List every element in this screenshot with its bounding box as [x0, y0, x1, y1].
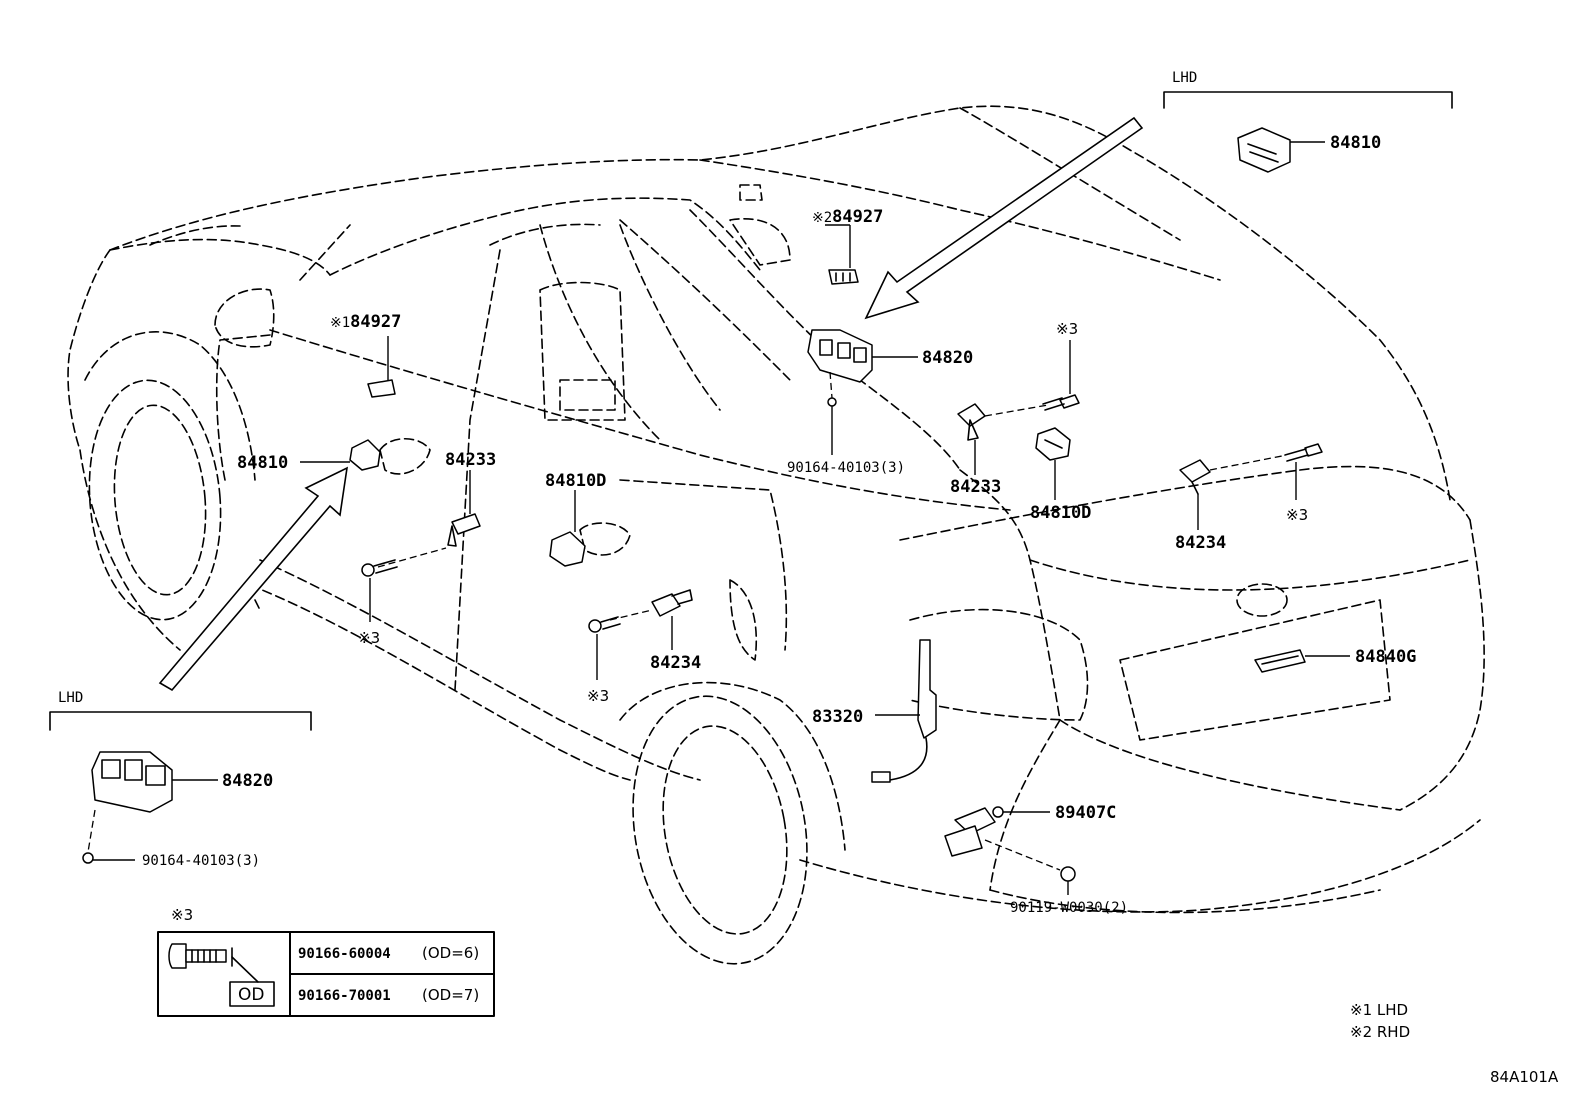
bolt-row-1-spec: (OD=6) — [422, 944, 479, 962]
part-84234-left-courtesy-switch: 84234 — [609, 589, 701, 673]
part-bolt-right-bottom: ※3 — [1284, 443, 1323, 524]
label-89407C: 89407C — [1055, 803, 1116, 823]
part-bolt-left-lower: ※3 — [587, 616, 621, 705]
part-84810D-right-window-switch: 84810D — [1030, 427, 1091, 523]
label-mark3-right-top: ※3 — [1056, 320, 1078, 338]
label-83320: 83320 — [812, 707, 863, 727]
part-90119-bolt: 90119-W0030(2) — [1010, 866, 1128, 916]
label-84810-left: 84810 — [237, 453, 288, 473]
label-84234-right: 84234 — [1175, 533, 1226, 553]
label-84810-top: 84810 — [1330, 133, 1381, 153]
label-84927-rhd: 84927 — [832, 207, 883, 227]
lhd-group-bottom: LHD — [49, 690, 312, 731]
part-84927-rhd: ※284927 — [812, 207, 883, 285]
part-83320-fuel-sender: 83320 — [812, 639, 937, 783]
label-90119: 90119-W0030(2) — [1010, 900, 1128, 916]
label-84820-lhd: 84820 — [222, 771, 273, 791]
part-84233-right-courtesy-switch: 84233 — [950, 403, 1049, 497]
label-84927-lhd-mark: ※1 — [330, 315, 350, 331]
callout-arrow-right — [864, 116, 1144, 320]
label-84810D-left: 84810D — [545, 471, 606, 491]
part-84927-lhd: ※184927 — [330, 312, 401, 398]
label-84820-main: 84820 — [922, 348, 973, 368]
label-mark3-right-bottom: ※3 — [1286, 506, 1308, 524]
label-84810D-right: 84810D — [1030, 503, 1091, 523]
part-84820-lhd-master-switch: 84820 — [91, 751, 273, 813]
bolt-row-2-part: 90166-70001 — [298, 988, 391, 1004]
label-mark3-left-upper: ※3 — [358, 629, 380, 647]
label-84840G: 84840G — [1355, 647, 1416, 667]
bolt-row-1-part: 90166-60004 — [298, 946, 391, 962]
legend: ※1 LHD ※2 RHD — [1350, 1001, 1410, 1041]
callout-arrow-left — [158, 466, 349, 692]
svg-text:※284927: ※284927 — [812, 207, 883, 227]
car-outline — [67, 105, 1485, 965]
part-bolt-right-top: ※3 — [1042, 320, 1080, 411]
part-84810D-left-window-switch: 84810D — [545, 471, 606, 567]
part-89407C-height-sensor: 89407C — [944, 803, 1116, 871]
part-bolt-left-upper: ※3 — [358, 559, 398, 647]
label-84234-left: 84234 — [650, 653, 701, 673]
lhd-group-top: LHD — [1163, 70, 1453, 109]
part-84234-right-courtesy-switch: 84234 — [1175, 455, 1283, 553]
bolt-row-2-spec: (OD=7) — [422, 986, 479, 1004]
legend-item-1: ※1 LHD — [1350, 1001, 1408, 1019]
part-84810-lhd-window-switch: 84810 — [1237, 127, 1381, 173]
label-84927-lhd: 84927 — [350, 312, 401, 332]
bolt-table-mark: ※3 — [171, 906, 193, 924]
od-label: OD — [238, 985, 264, 1005]
bolt-spec-table: ※3 OD 90166-60004 (OD=6) 90166-70001 (OD… — [157, 906, 495, 1017]
label-90164-main: 90164-40103(3) — [787, 460, 905, 476]
lhd-label-bottom: LHD — [58, 690, 83, 706]
label-90164-lhd: 90164-40103(3) — [142, 853, 260, 869]
legend-item-2: ※2 RHD — [1350, 1023, 1410, 1041]
part-90164-screw-lhd: 90164-40103(3) — [82, 809, 260, 869]
lhd-label-top: LHD — [1172, 70, 1197, 86]
label-mark3-left-lower: ※3 — [587, 687, 609, 705]
label-84233-left: 84233 — [445, 450, 496, 470]
bolt-icon: OD — [168, 943, 275, 1007]
label-84233-right: 84233 — [950, 477, 1001, 497]
diagram-id: 84A101A — [1490, 1068, 1559, 1086]
part-84820-master-switch: 84820 — [807, 329, 973, 383]
part-84840G-trunk-opener-switch: 84840G — [1254, 647, 1416, 673]
part-84810-left-window-switch: 84810 — [237, 439, 381, 473]
part-84233-left-courtesy-switch: 84233 — [377, 450, 496, 568]
part-90164-screw-main: 90164-40103(3) — [787, 371, 905, 476]
svg-text:※184927: ※184927 — [330, 312, 401, 332]
label-84927-rhd-mark: ※2 — [812, 210, 832, 226]
